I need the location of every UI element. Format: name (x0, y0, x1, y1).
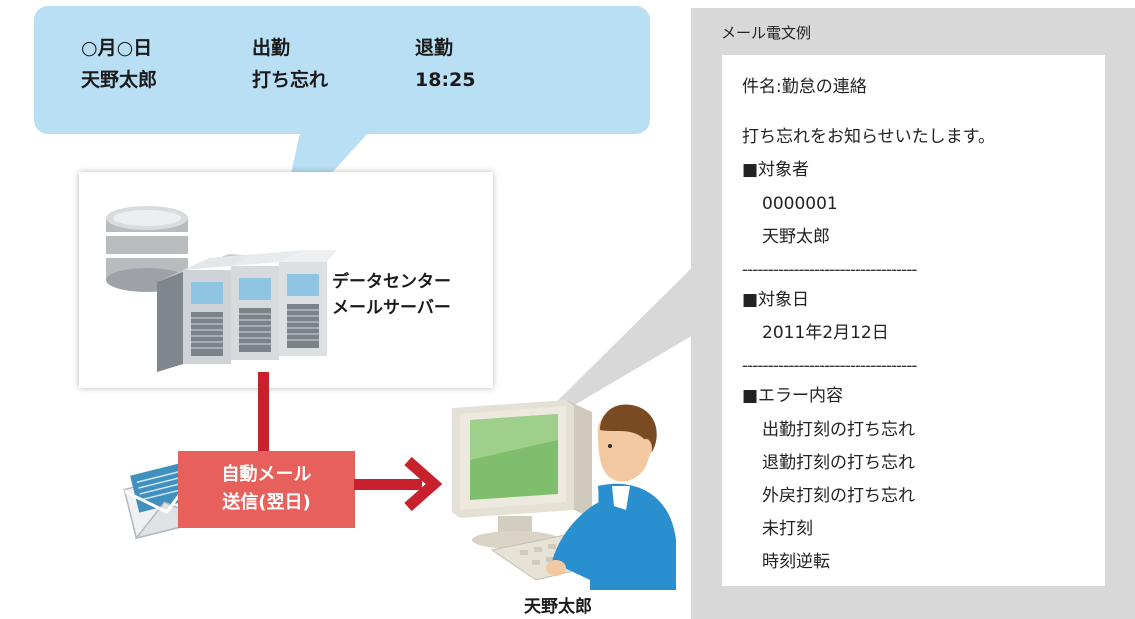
target-date: 2011年2月12日 (762, 323, 889, 343)
send-connector-line (258, 372, 269, 452)
target-date-heading: ■対象日 (742, 290, 810, 310)
bubble-date: ○月○日 (81, 37, 153, 59)
error-item: 時刻逆転 (762, 552, 830, 572)
target-person-id: 0000001 (762, 194, 838, 214)
auto-mail-send-box: 自動メール 送信(翌日) (178, 451, 355, 528)
error-item: 退勤打刻の打ち忘れ (762, 453, 915, 473)
user-name-label: 天野太郎 (524, 597, 592, 617)
bubble-clock-out-label: 退勤 (415, 37, 454, 59)
mail-separator: ---------------------------------- (742, 356, 918, 376)
error-heading: ■エラー内容 (742, 386, 844, 406)
mail-subject: 件名:勤怠の連絡 (742, 77, 867, 97)
server-label-line2: メールサーバー (332, 298, 451, 318)
bubble-employee-name: 天野太郎 (81, 69, 158, 91)
mail-separator: ---------------------------------- (742, 260, 918, 280)
error-item: 外戻打刻の打ち忘れ (762, 486, 915, 506)
send-arrow-icon (354, 456, 443, 512)
send-label-line1: 自動メール (221, 464, 312, 485)
send-label-line2: 送信(翌日) (222, 492, 311, 513)
mail-example-title: メール電文例 (721, 24, 812, 42)
bubble-clock-in-value: 打ち忘れ (252, 69, 329, 91)
server-illustration (106, 206, 337, 372)
attendance-speech-bubble: ○月○日 出勤 退勤 天野太郎 打ち忘れ 18:25 (34, 6, 650, 134)
mail-intro: 打ち忘れをお知らせいたします。 (742, 127, 995, 147)
bubble-clock-in-label: 出勤 (252, 37, 291, 59)
target-person-heading: ■対象者 (742, 160, 810, 180)
user-computer-illustration (452, 400, 676, 590)
target-person-name: 天野太郎 (762, 227, 830, 247)
error-item: 出勤打刻の打ち忘れ (762, 420, 915, 440)
bubble-clock-out-value: 18:25 (415, 69, 476, 91)
server-label-line1: データセンター (332, 272, 451, 292)
error-item: 未打刻 (762, 519, 813, 539)
data-center-mail-server-box: データセンター メールサーバー (79, 172, 493, 388)
server-rack-icon (157, 250, 337, 372)
mail-example-body: 件名:勤怠の連絡 打ち忘れをお知らせいたします。 ■対象者 0000001 天野… (722, 55, 1105, 586)
